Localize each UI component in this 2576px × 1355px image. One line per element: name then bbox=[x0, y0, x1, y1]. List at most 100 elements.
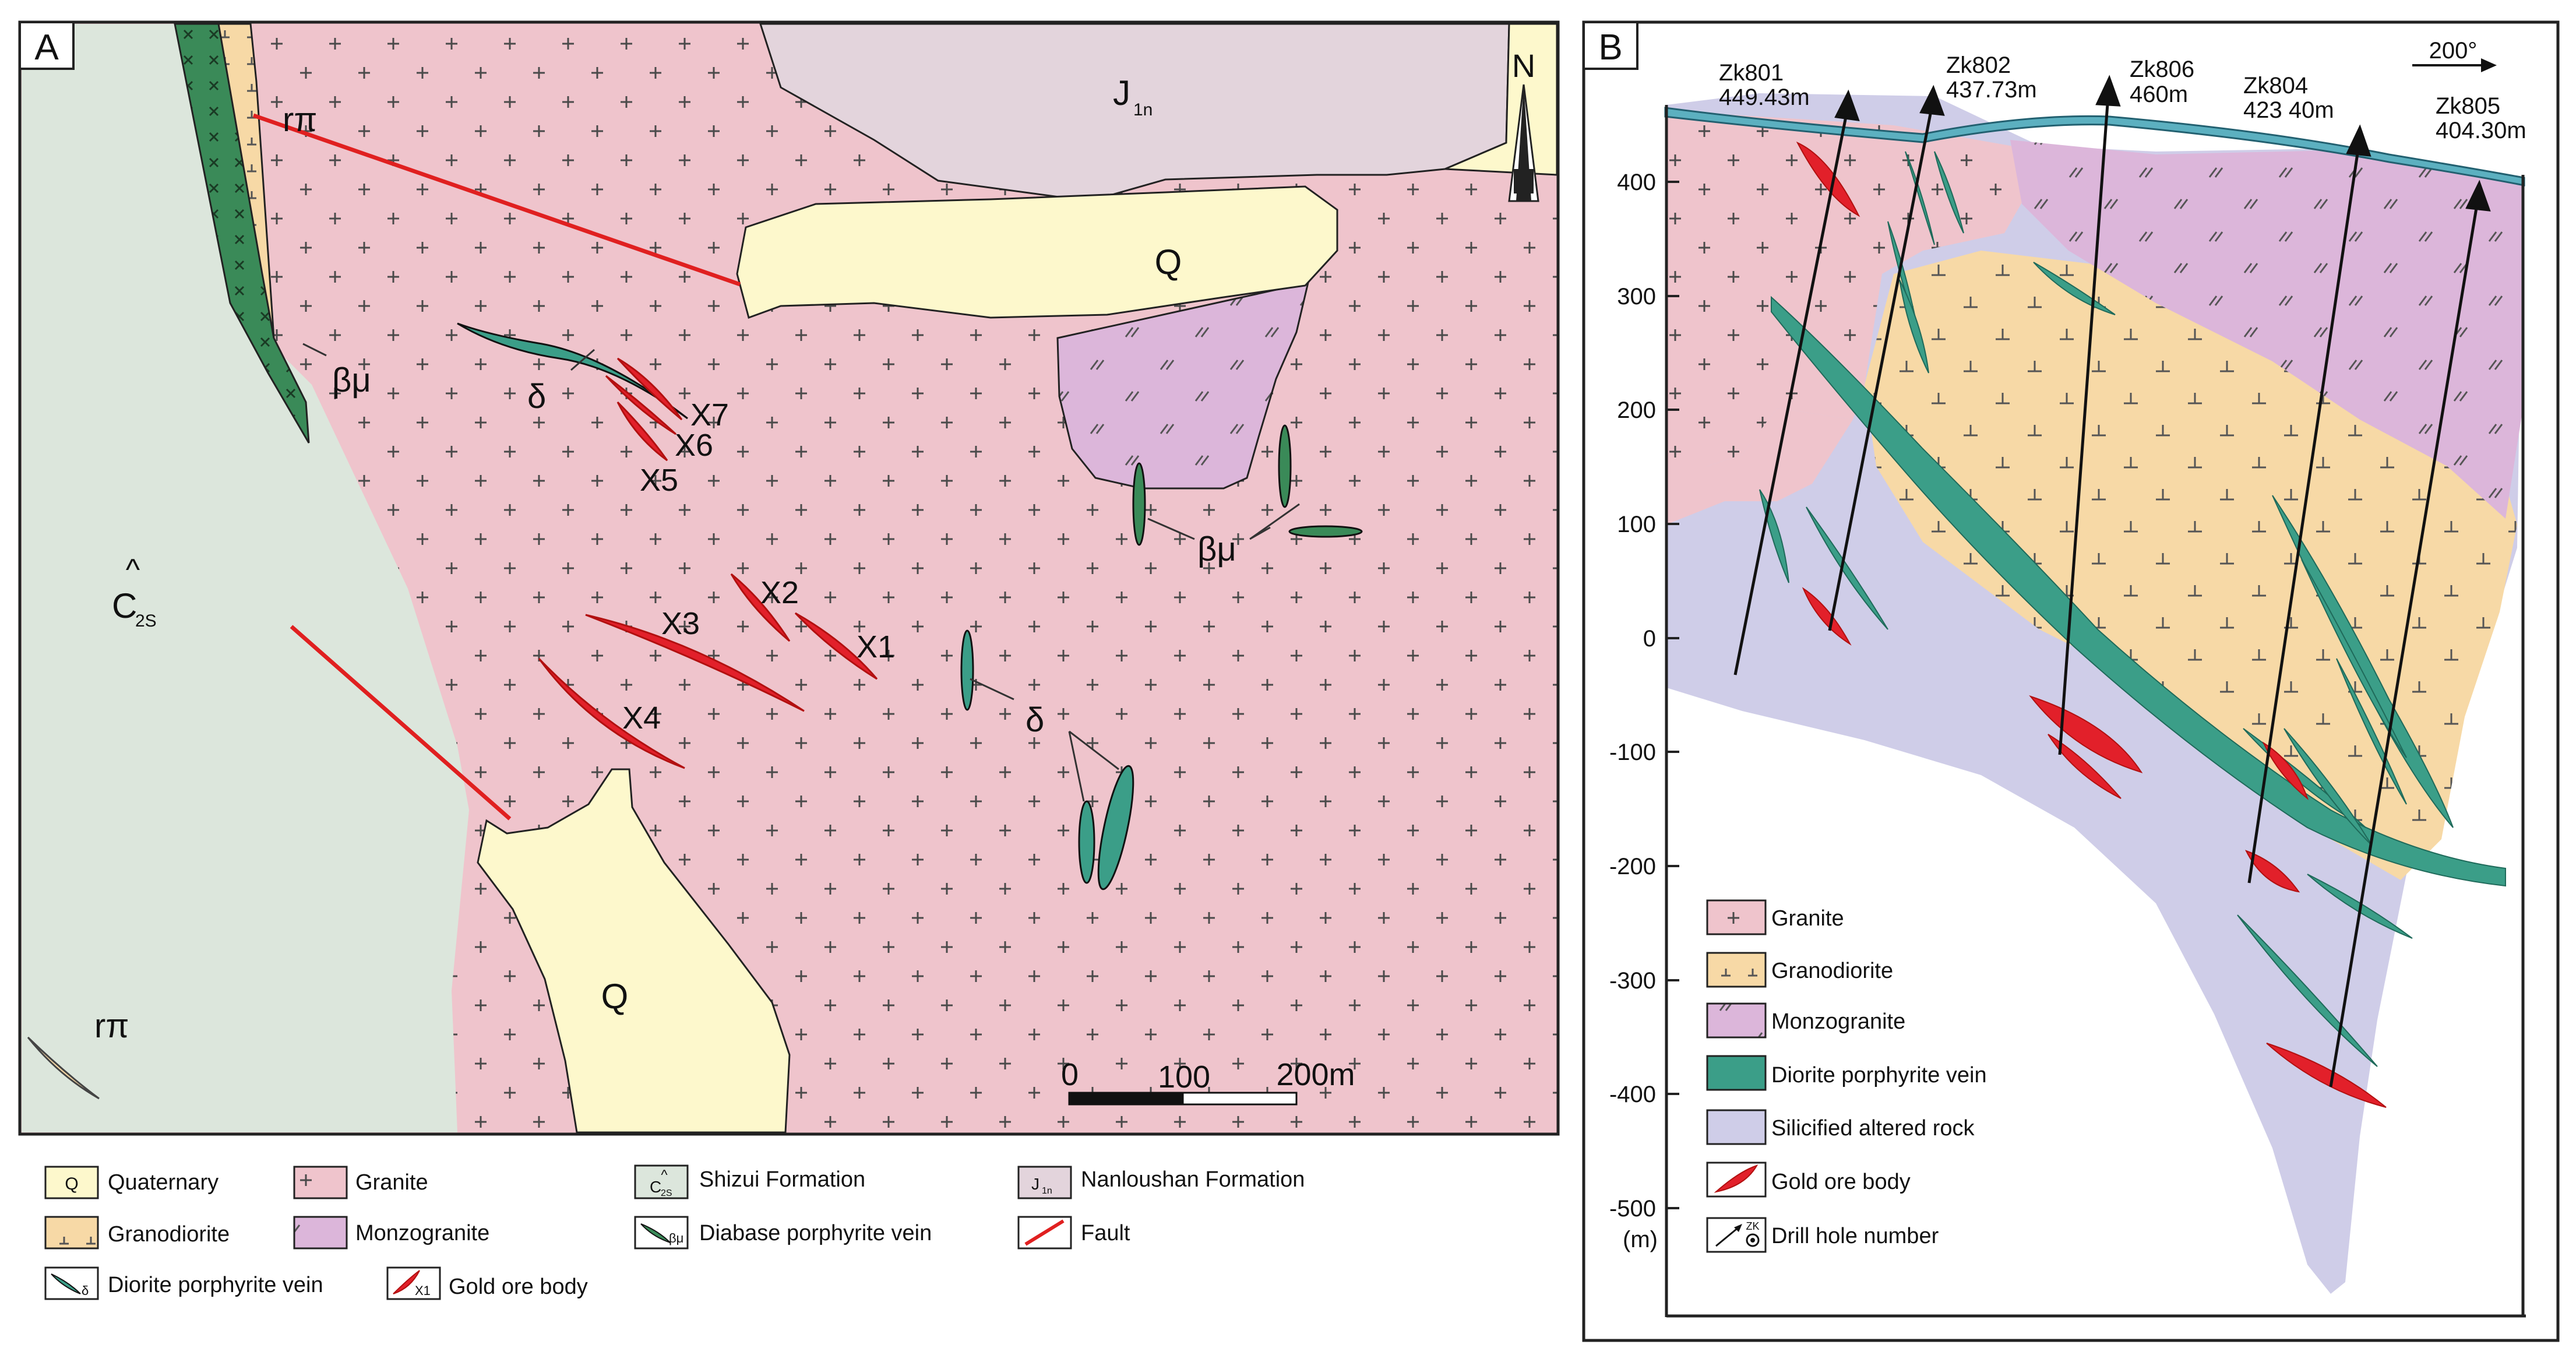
svg-text:Nanloushan Formation: Nanloushan Formation bbox=[1081, 1167, 1305, 1192]
tick-minus-200: -200 bbox=[1609, 854, 1656, 879]
shizui-formation-area bbox=[22, 24, 469, 1132]
svg-text:X1: X1 bbox=[415, 1283, 431, 1298]
label-shizui: ^ C 2S bbox=[112, 553, 157, 631]
drill-hole-labels: Zk801 449.43m Zk802 437.73m Zk806 460m Z… bbox=[1719, 52, 2526, 143]
zk804-id: Zk804 bbox=[2243, 73, 2308, 98]
tick-0: 0 bbox=[1643, 626, 1656, 652]
elevation-labels: 400 300 200 100 0 -100 -200 -300 -400 -5… bbox=[1609, 170, 1658, 1252]
svg-text:2S: 2S bbox=[135, 611, 157, 631]
ore-body-x4 bbox=[538, 657, 685, 769]
legend-a-granodiorite: Granodiorite bbox=[44, 1216, 230, 1250]
diorite-vein-south-1 bbox=[1078, 800, 1095, 884]
legend-b-monzogranite: Monzogranite bbox=[1706, 1002, 1905, 1039]
panel-b-label: B bbox=[1598, 27, 1622, 68]
zk802-id: Zk802 bbox=[1946, 52, 2011, 78]
tick-minus-500: -500 bbox=[1609, 1196, 1656, 1222]
legend-b-drill-hole: ZK Drill hole number bbox=[1706, 1217, 1939, 1253]
svg-text:2S: 2S bbox=[661, 1188, 672, 1198]
granodiorite-strip bbox=[217, 23, 275, 339]
legend-a-monzogranite: Monzogranite bbox=[293, 1216, 489, 1250]
legend-b-diorite: Diorite porphyrite vein bbox=[1706, 1055, 1987, 1091]
ore-body-x2 bbox=[730, 573, 791, 642]
scale-zero: 0 bbox=[1061, 1057, 1079, 1092]
tick-minus-100: -100 bbox=[1609, 740, 1656, 765]
panel-a-label: A bbox=[34, 27, 59, 68]
legend-a-diorite: δ Diorite porphyrite vein bbox=[44, 1266, 323, 1300]
quaternary-south-lobe bbox=[477, 768, 791, 1134]
elevation-axis bbox=[1666, 181, 1679, 1209]
zk806-id: Zk806 bbox=[2130, 57, 2194, 82]
granite-lower-pink bbox=[1666, 408, 1853, 525]
label-x7: X7 bbox=[690, 397, 729, 432]
svg-text:Q: Q bbox=[65, 1174, 78, 1194]
direction-arrow: 200° bbox=[2412, 38, 2497, 72]
svg-text:Fault: Fault bbox=[1081, 1221, 1130, 1245]
panel-b-section: B bbox=[1582, 20, 2560, 1342]
section-diorite-veins bbox=[1759, 151, 2506, 1067]
zk802-depth: 437.73m bbox=[1946, 77, 2037, 103]
svg-text:Drill hole number: Drill hole number bbox=[1771, 1224, 1939, 1248]
svg-text:βμ: βμ bbox=[669, 1231, 683, 1245]
svg-text:J: J bbox=[1113, 73, 1130, 112]
zk805-depth: 404.30m bbox=[2436, 118, 2526, 143]
label-x1: X1 bbox=[857, 629, 895, 664]
tick-minus-300: -300 bbox=[1609, 968, 1656, 994]
label-x2: X2 bbox=[760, 575, 799, 610]
scale-mid: 100 bbox=[1158, 1060, 1210, 1094]
legend-b-gold-ore: Gold ore body bbox=[1706, 1162, 1911, 1198]
elevation-unit: (m) bbox=[1623, 1227, 1658, 1252]
tick-400: 400 bbox=[1617, 170, 1656, 195]
label-bmu-east: βμ bbox=[1197, 530, 1236, 568]
north-arrow: N bbox=[1508, 47, 1539, 202]
fault-north bbox=[252, 113, 741, 287]
svg-text:^: ^ bbox=[126, 553, 140, 587]
ore-body-x6 bbox=[605, 375, 677, 435]
ore-body-x1 bbox=[794, 612, 878, 680]
section-ore-bodies bbox=[1796, 141, 2387, 1108]
legend-a-nanloushan: J 1n Nanloushan Formation bbox=[1017, 1166, 1305, 1199]
svg-text:Shizui Formation: Shizui Formation bbox=[699, 1167, 865, 1192]
label-quaternary-south: Q bbox=[601, 977, 629, 1016]
label-quaternary-main: Q bbox=[1155, 242, 1182, 281]
svg-text:J: J bbox=[1031, 1175, 1039, 1193]
svg-text:Diorite porphyrite vein: Diorite porphyrite vein bbox=[108, 1273, 323, 1297]
svg-text:Granite: Granite bbox=[1771, 906, 1844, 931]
legend-a-quaternary: Q Quaternary bbox=[44, 1166, 219, 1199]
label-delta-south: δ bbox=[1026, 701, 1044, 739]
zk801-depth: 449.43m bbox=[1719, 85, 1810, 110]
svg-text:Monzogranite: Monzogranite bbox=[355, 1221, 489, 1245]
legend-b-silicified: Silicified altered rock bbox=[1706, 1109, 1975, 1145]
label-delta-north: δ bbox=[527, 378, 546, 416]
scale-end: 200m bbox=[1276, 1057, 1355, 1092]
legend-a: Q Quaternary Granite ^ C 2S Shizui Forma… bbox=[44, 1164, 1305, 1300]
legend-a-fault: Fault bbox=[1017, 1216, 1130, 1250]
svg-text:^: ^ bbox=[661, 1167, 668, 1183]
svg-text:Diabase porphyrite vein: Diabase porphyrite vein bbox=[699, 1221, 932, 1245]
tick-100: 100 bbox=[1617, 512, 1656, 537]
zk804-depth: 423 40m bbox=[2243, 97, 2334, 123]
legend-a-gold-ore: X1 Gold ore body bbox=[386, 1266, 588, 1300]
svg-text:Silicified altered rock: Silicified altered rock bbox=[1771, 1116, 1975, 1141]
fault-south bbox=[290, 625, 512, 821]
svg-text:1n: 1n bbox=[1133, 100, 1153, 119]
ore-body-x7 bbox=[616, 357, 683, 421]
svg-text:Gold ore body: Gold ore body bbox=[1771, 1170, 1911, 1194]
label-bmu-west: βμ bbox=[332, 361, 371, 399]
label-rpi-legend: rπ bbox=[94, 1007, 129, 1045]
svg-text:Gold ore body: Gold ore body bbox=[449, 1275, 588, 1299]
legend-a-diabase: βμ Diabase porphyrite vein bbox=[634, 1216, 932, 1250]
monzogranite-area bbox=[2010, 140, 2523, 519]
drill-hole-symbol-text: ZK bbox=[1746, 1220, 1759, 1232]
tick-300: 300 bbox=[1617, 284, 1656, 309]
zk805-id: Zk805 bbox=[2436, 93, 2500, 119]
panel-a-map: N 0 100 200m A rπ βμ δ X7 X6 X5 X2 X3 X1… bbox=[18, 20, 1560, 1136]
diorite-vein-north bbox=[457, 322, 688, 420]
svg-text:Granodiorite: Granodiorite bbox=[108, 1222, 230, 1247]
svg-text:Granite: Granite bbox=[355, 1170, 428, 1195]
svg-text:Monzogranite: Monzogranite bbox=[1771, 1009, 1905, 1034]
legend-a-shizui: ^ C 2S Shizui Formation bbox=[634, 1164, 865, 1199]
rpi-lens-symbol bbox=[27, 1036, 100, 1100]
legend-b-granite: Granite bbox=[1706, 899, 1844, 935]
svg-text:δ: δ bbox=[82, 1283, 89, 1298]
